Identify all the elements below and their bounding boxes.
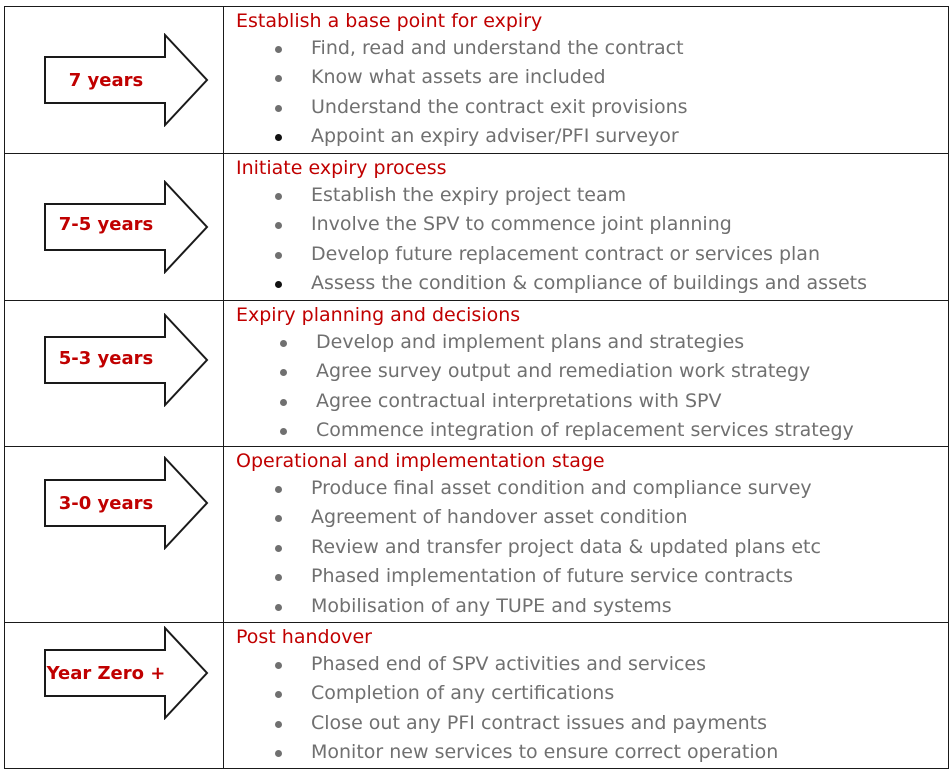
list-item: Review and transfer project data & updat… bbox=[224, 533, 821, 562]
list-item: Monitor new services to ensure correct o… bbox=[224, 738, 778, 767]
stage-title: Establish a base point for expiry bbox=[236, 10, 543, 32]
list-item: Commence integration of replacement serv… bbox=[224, 416, 854, 445]
list-item: Know what assets are included bbox=[224, 63, 688, 92]
list-item: Phased implementation of future service … bbox=[224, 562, 821, 591]
list-item: Mobilisation of any TUPE and systems bbox=[224, 592, 821, 621]
list-item: Agree contractual interpretations with S… bbox=[224, 387, 854, 416]
bullet-icon bbox=[275, 691, 282, 699]
timeline-row: 7 years Establish a base point for expir… bbox=[4, 6, 949, 153]
list-item: Develop and implement plans and strategi… bbox=[224, 328, 854, 357]
period-label: 7-5 years bbox=[58, 214, 154, 235]
bullet-icon bbox=[275, 544, 282, 552]
period-label: 5-3 years bbox=[58, 348, 154, 369]
list-item-text: Establish the expiry project team bbox=[311, 184, 627, 206]
right-arrow-icon bbox=[44, 33, 209, 127]
period-cell: 7-5 years bbox=[5, 154, 224, 300]
bullet-icon bbox=[275, 46, 282, 53]
bullet-icon bbox=[275, 222, 282, 230]
timeline-row: 3-0 years Operational and implementation… bbox=[4, 446, 949, 622]
stage-content: Expiry planning and decisions Develop an… bbox=[224, 301, 948, 446]
list-item-text: Phased implementation of future service … bbox=[311, 565, 794, 588]
bullet-icon bbox=[275, 574, 282, 582]
list-item-text: Produce final asset condition and compli… bbox=[311, 477, 812, 499]
right-arrow-icon bbox=[44, 456, 209, 550]
period-cell: 7 years bbox=[5, 7, 224, 153]
bullet-icon bbox=[280, 369, 287, 377]
list-item: Close out any PFI contract issues and pa… bbox=[224, 709, 778, 738]
list-item-text: Phased end of SPV activities and service… bbox=[311, 653, 707, 675]
list-item-text: Agreement of handover asset condition bbox=[311, 506, 688, 529]
bullet-icon bbox=[280, 398, 287, 406]
period-label: Year Zero + bbox=[46, 663, 166, 684]
list-item: Establish the expiry project team bbox=[224, 181, 867, 210]
bullet-icon bbox=[275, 750, 282, 758]
stage-content: Operational and implementation stage Pro… bbox=[224, 447, 948, 622]
stage-bullet-list: Produce final asset condition and compli… bbox=[224, 474, 821, 621]
stage-bullet-list: Establish the expiry project team Involv… bbox=[224, 181, 867, 299]
list-item: Agree survey output and remediation work… bbox=[224, 357, 854, 386]
list-item-text: Assess the condition & compliance of bui… bbox=[311, 272, 868, 295]
right-arrow-icon bbox=[44, 626, 209, 720]
list-item-text: Understand the contract exit provisions bbox=[311, 95, 688, 118]
bullet-icon bbox=[275, 515, 282, 523]
stage-title: Post handover bbox=[236, 626, 372, 648]
bullet-icon bbox=[275, 75, 282, 83]
bullet-icon bbox=[275, 603, 282, 611]
timeline-row: 7-5 years Initiate expiry process Establ… bbox=[4, 153, 949, 300]
list-item-text: Develop and implement plans and strategi… bbox=[316, 331, 745, 353]
list-item-text: Commence integration of replacement serv… bbox=[316, 419, 854, 442]
list-item: Phased end of SPV activities and service… bbox=[224, 650, 778, 679]
stage-title: Initiate expiry process bbox=[236, 157, 447, 179]
list-item-text: Monitor new services to ensure correct o… bbox=[311, 741, 779, 764]
stage-title: Operational and implementation stage bbox=[236, 450, 605, 472]
list-item: Produce final asset condition and compli… bbox=[224, 474, 821, 503]
right-arrow-icon bbox=[44, 180, 209, 274]
period-cell: 3-0 years bbox=[5, 447, 224, 622]
stage-bullet-list: Develop and implement plans and strategi… bbox=[224, 328, 854, 446]
list-item-text: Completion of any certifications bbox=[311, 682, 615, 705]
stage-content: Post handover Phased end of SPV activiti… bbox=[224, 623, 948, 768]
bullet-icon bbox=[275, 104, 282, 112]
stage-bullet-list: Phased end of SPV activities and service… bbox=[224, 650, 778, 768]
list-item-text: Mobilisation of any TUPE and systems bbox=[311, 594, 672, 617]
bullet-icon bbox=[275, 281, 282, 289]
bullet-icon bbox=[275, 251, 282, 259]
list-item: Completion of any certifications bbox=[224, 679, 778, 708]
bullet-icon bbox=[275, 193, 282, 200]
list-item-text: Agree contractual interpretations with S… bbox=[316, 389, 722, 412]
list-item: Agreement of handover asset condition bbox=[224, 503, 821, 532]
list-item-text: Appoint an expiry adviser/PFI surveyor bbox=[311, 125, 679, 148]
stage-bullet-list: Find, read and understand the contract K… bbox=[224, 34, 688, 152]
stage-title: Expiry planning and decisions bbox=[236, 304, 521, 326]
bullet-icon bbox=[280, 428, 287, 436]
period-cell: Year Zero + bbox=[5, 623, 224, 768]
list-item-text: Develop future replacement contract or s… bbox=[311, 242, 820, 265]
bullet-icon bbox=[275, 134, 282, 142]
list-item-text: Know what assets are included bbox=[311, 66, 606, 89]
bullet-icon bbox=[275, 662, 282, 669]
period-label: 3-0 years bbox=[58, 493, 154, 514]
list-item: Assess the condition & compliance of bui… bbox=[224, 269, 867, 298]
period-label: 7 years bbox=[68, 70, 144, 91]
right-arrow-icon bbox=[44, 313, 209, 407]
list-item-text: Find, read and understand the contract bbox=[311, 37, 684, 59]
timeline-row: 5-3 years Expiry planning and decisions … bbox=[4, 300, 949, 446]
list-item: Involve the SPV to commence joint planni… bbox=[224, 210, 867, 239]
list-item-text: Review and transfer project data & updat… bbox=[311, 535, 821, 558]
bullet-icon bbox=[275, 720, 282, 728]
list-item: Develop future replacement contract or s… bbox=[224, 240, 867, 269]
period-cell: 5-3 years bbox=[5, 301, 224, 446]
list-item: Appoint an expiry adviser/PFI surveyor bbox=[224, 122, 688, 151]
stage-content: Establish a base point for expiry Find, … bbox=[224, 7, 948, 153]
timeline-row: Year Zero + Post handover Phased end of … bbox=[4, 622, 949, 769]
list-item: Understand the contract exit provisions bbox=[224, 93, 688, 122]
list-item-text: Agree survey output and remediation work… bbox=[316, 360, 811, 383]
bullet-icon bbox=[275, 486, 282, 493]
bullet-icon bbox=[280, 340, 287, 347]
list-item: Find, read and understand the contract bbox=[224, 34, 688, 63]
list-item-text: Involve the SPV to commence joint planni… bbox=[311, 213, 732, 236]
list-item-text: Close out any PFI contract issues and pa… bbox=[311, 711, 767, 734]
stage-content: Initiate expiry process Establish the ex… bbox=[224, 154, 948, 300]
